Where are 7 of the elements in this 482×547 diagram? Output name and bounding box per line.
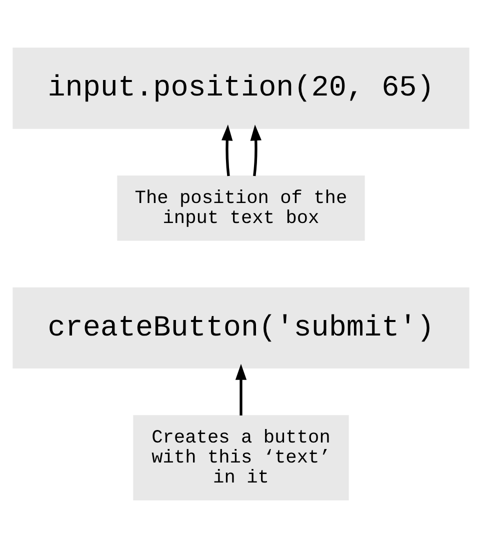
node-box: createButton('submit') xyxy=(12,286,470,368)
arrow xyxy=(235,363,247,415)
node-box: Creates a button with this ‘text’ in it xyxy=(133,414,349,500)
node-box: The position of the input text box xyxy=(117,174,365,240)
arrow xyxy=(250,124,262,176)
arrow xyxy=(222,124,233,176)
node-box: input.position(20, 65) xyxy=(12,47,470,128)
